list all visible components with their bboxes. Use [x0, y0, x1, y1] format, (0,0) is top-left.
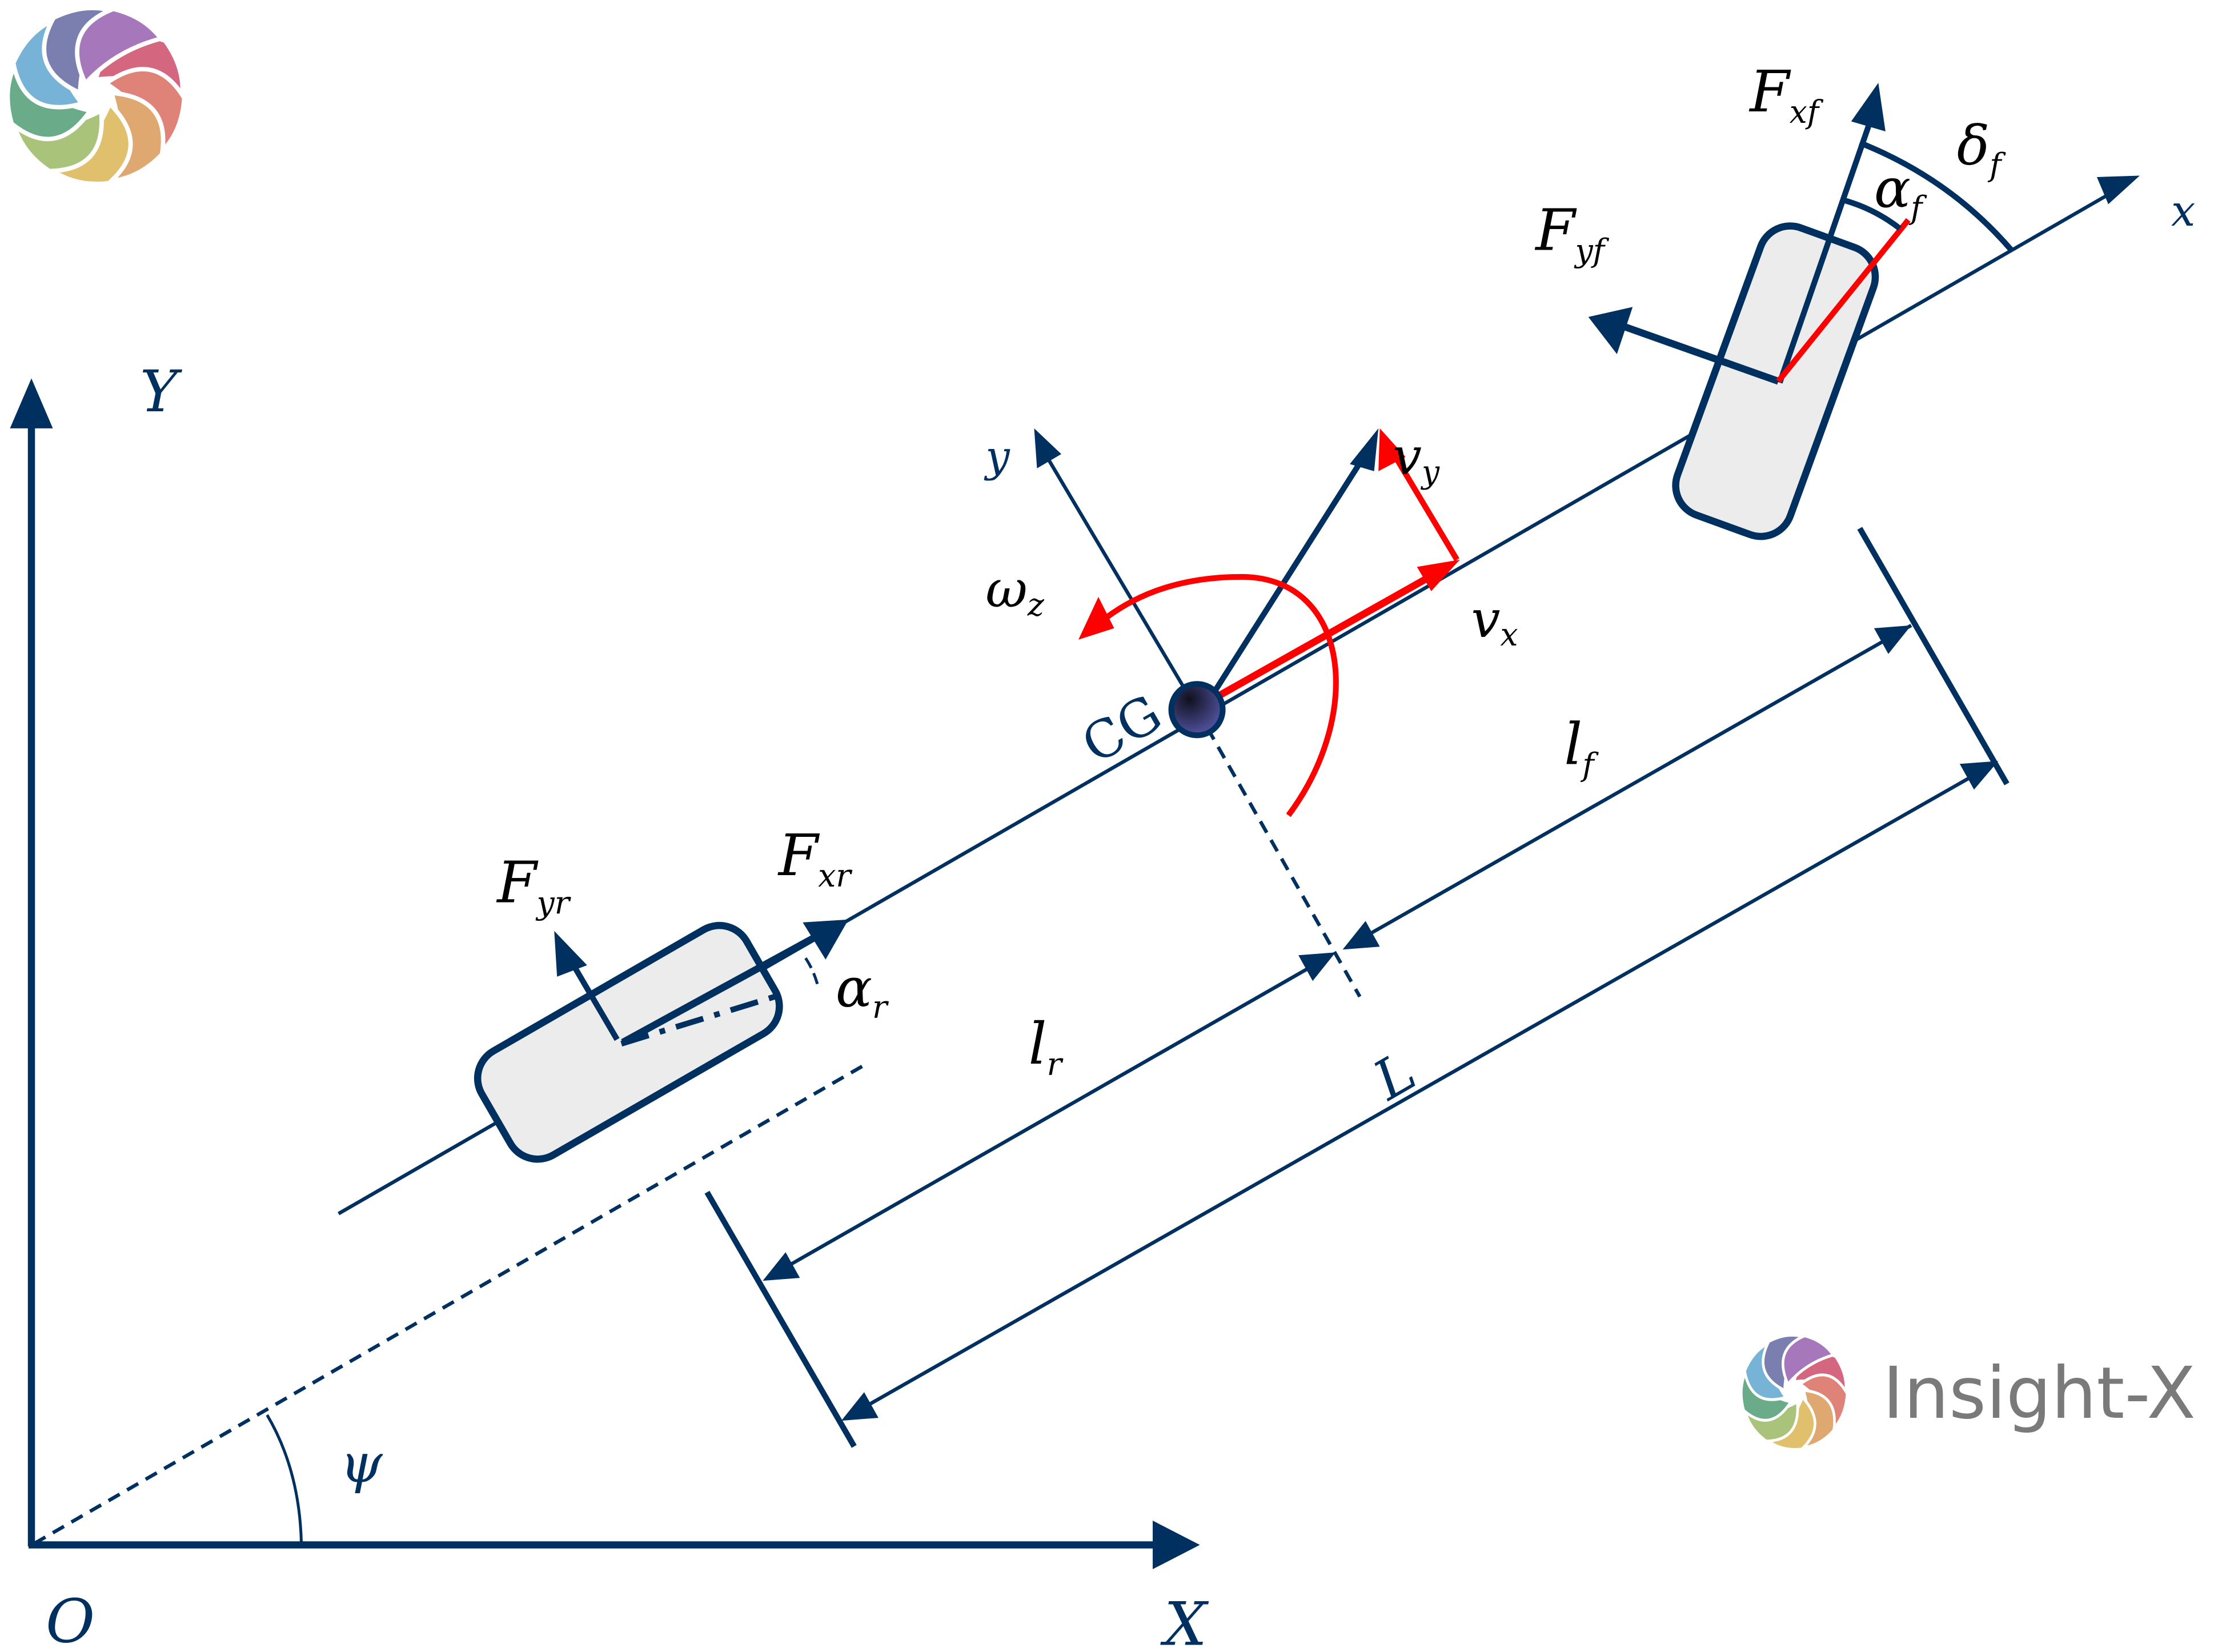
- global-y-label: Y: [140, 358, 182, 425]
- body-y-arrowhead: [1034, 428, 1061, 468]
- body-y-label: y: [984, 431, 1010, 482]
- wheelbase-label: L: [1362, 1040, 1426, 1113]
- yaw-rate: ωz: [985, 559, 1339, 817]
- global-x-label: X: [1160, 1590, 1209, 1652]
- rear-longitudinal-force-vector: [621, 931, 823, 1046]
- rear-slip-angle-label: αr: [836, 957, 889, 1025]
- rear-longitudinal-arrowhead: [803, 919, 849, 960]
- front-longitudinal-force-vector: [1777, 113, 1876, 384]
- rear-longitudinal-force-label: Fxr: [777, 822, 852, 894]
- vy-arrowhead: [1378, 428, 1406, 471]
- front-longitudinal-force-label: Fxf: [1748, 58, 1823, 130]
- origin-label: O: [46, 1587, 95, 1652]
- body-x-arrowhead: [2096, 175, 2140, 205]
- front-lateral-force-vector: [1620, 322, 1780, 385]
- front-extension-line: [1857, 527, 2010, 785]
- front-wheel: Fxf Fyf αf δf: [1534, 58, 2014, 540]
- velocity-resultant-arrowhead: [1350, 428, 1379, 471]
- global-y-arrowhead: [10, 378, 53, 428]
- logo-petal: [1782, 1334, 1836, 1387]
- yaw-rate-arrowhead: [1078, 596, 1114, 640]
- rear-velocity-direction: [620, 991, 785, 1046]
- front-velocity-direction: [1776, 218, 1911, 383]
- body-y-axis-line: [1041, 448, 1199, 711]
- yaw-rate-label: ωz: [985, 559, 1044, 623]
- lf-arrowhead-front: [1874, 625, 1911, 654]
- rear-extension-line: [704, 1190, 857, 1448]
- yaw-rate-arc: [1098, 574, 1339, 817]
- rear-lateral-force-vector: [565, 955, 620, 1041]
- global-x-arrowhead: [1153, 1521, 1200, 1570]
- brand-logo-icon: [1740, 1333, 1849, 1451]
- rear-lateral-force-label: Fyr: [496, 849, 571, 921]
- lf-label: lf: [1564, 711, 1599, 783]
- velocity-vectors: vy vx: [1209, 427, 1518, 700]
- vx-arrowhead: [1417, 559, 1460, 591]
- velocity-resultant: [1209, 452, 1368, 699]
- yaw-angle-label: ψ: [340, 1433, 383, 1495]
- lr-arrowhead-front: [1298, 952, 1336, 981]
- vy-vector: [1389, 448, 1459, 562]
- body-y-axis: y: [984, 428, 1362, 998]
- front-slip-angle-label: αf: [1874, 157, 1927, 226]
- brand-watermark: Insight-X: [1740, 1333, 2196, 1451]
- cg-marker: [1168, 681, 1226, 739]
- rear-wheel: Fxr Fyr αr: [474, 822, 889, 1163]
- center-of-gravity: CG: [1072, 681, 1226, 776]
- pinwheel-logo: [5, 6, 187, 186]
- rear-slip-angle-arc: [804, 957, 820, 989]
- front-slip-angle-arc: [1842, 197, 1902, 231]
- heading-dashed-line: [33, 1063, 865, 1545]
- wheelbase-dimension-line: [844, 762, 1995, 1420]
- front-longitudinal-arrowhead: [1851, 82, 1886, 131]
- body-x-label: x: [2171, 186, 2195, 236]
- lr-arrowhead-rear: [763, 1252, 800, 1281]
- dimension-lines: lf lr L: [704, 527, 2010, 1448]
- wheelbase-arrowhead-rear: [841, 1392, 879, 1421]
- lr-label: lr: [1028, 1011, 1063, 1082]
- lf-dimension-line: [1349, 624, 1912, 947]
- front-steer-angle-arc: [1858, 140, 2014, 252]
- brand-name: Insight-X: [1883, 1352, 2196, 1435]
- front-lateral-arrowhead: [1588, 307, 1633, 354]
- vx-label: vx: [1471, 590, 1518, 653]
- front-steer-angle-label: δf: [1957, 114, 2006, 183]
- rear-lateral-arrowhead: [554, 931, 587, 977]
- cg-label: CG: [1072, 683, 1172, 775]
- front-lateral-force-label: Fyf: [1534, 197, 1609, 268]
- vy-label: vy: [1393, 427, 1440, 490]
- lf-arrowhead-rear: [1342, 921, 1380, 950]
- body-y-axis-dashed: [1195, 708, 1362, 998]
- global-axes: Y X O ψ: [10, 358, 1209, 1652]
- lr-dimension-line: [766, 953, 1333, 1280]
- yaw-angle-arc: [266, 1414, 303, 1545]
- logo-petal: [75, 6, 165, 88]
- wheelbase-arrowhead-front: [1959, 761, 1999, 790]
